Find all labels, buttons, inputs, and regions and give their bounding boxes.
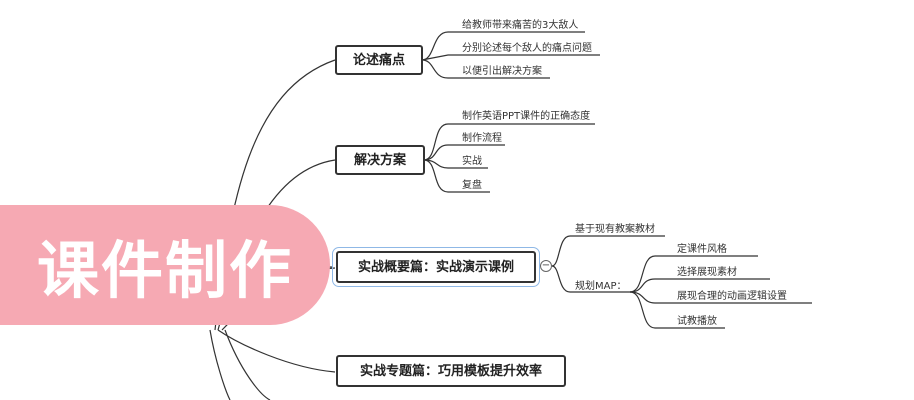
link-solution-4 xyxy=(423,159,490,193)
leaf-map-3[interactable]: 展现合理的动画逻辑设置 xyxy=(677,291,787,302)
link-overview-1 xyxy=(551,235,665,267)
node-special-topic[interactable]: 实战专题篇：巧用模板提升效率 xyxy=(336,355,566,387)
link-map-1 xyxy=(629,255,758,293)
leaf-pain-2[interactable]: 分别论述每个敌人的痛点问题 xyxy=(462,43,592,54)
leaf-map-2[interactable]: 选择展现素材 xyxy=(677,267,737,278)
leaf-solution-3[interactable]: 实战 xyxy=(462,156,482,167)
node-solution[interactable]: 解决方案 xyxy=(335,145,425,175)
link-root-special xyxy=(217,329,336,373)
node-pain-points-label: 论述痛点 xyxy=(352,52,405,68)
link-solution-3 xyxy=(423,159,488,169)
link-solution-2 xyxy=(423,144,505,161)
link-root-more-1 xyxy=(209,329,231,400)
leaf-map-1[interactable]: 定课件风格 xyxy=(677,244,727,255)
collapse-toggle-icon[interactable]: − xyxy=(540,260,552,272)
leaf-overview-map[interactable]: 规划MAP： xyxy=(575,281,627,292)
node-overview-label: 实战概要篇：实战演示课例 xyxy=(357,259,514,275)
leaf-solution-1[interactable]: 制作英语PPT课件的正确态度 xyxy=(462,111,591,122)
link-map-3 xyxy=(629,291,812,304)
watermark-text: 课件制作 xyxy=(36,234,293,307)
node-special-topic-label: 实战专题篇：巧用模板提升效率 xyxy=(359,363,542,379)
leaf-solution-2[interactable]: 制作流程 xyxy=(462,133,502,144)
watermark-banner: 课件制作 xyxy=(0,205,330,325)
link-map-4 xyxy=(629,291,725,329)
node-pain-points[interactable]: 论述痛点 xyxy=(335,45,423,75)
leaf-solution-4[interactable]: 复盘 xyxy=(462,180,482,191)
link-map-2 xyxy=(629,278,770,293)
link-overview-2 xyxy=(551,265,630,293)
link-root-more-2 xyxy=(224,329,271,400)
leaf-overview-1[interactable]: 基于现有教案教材 xyxy=(575,224,655,235)
leaf-pain-3[interactable]: 以便引出解决方案 xyxy=(462,66,542,77)
link-pain-2 xyxy=(421,54,600,61)
leaf-pain-1[interactable]: 给教师带来痛苦的3大敌人 xyxy=(462,20,579,31)
node-overview[interactable]: 实战概要篇：实战演示课例 xyxy=(332,247,540,287)
node-solution-label: 解决方案 xyxy=(353,152,406,168)
link-solution-1 xyxy=(423,123,595,161)
leaf-map-4[interactable]: 试教播放 xyxy=(677,316,717,327)
link-pain-3 xyxy=(421,59,550,79)
